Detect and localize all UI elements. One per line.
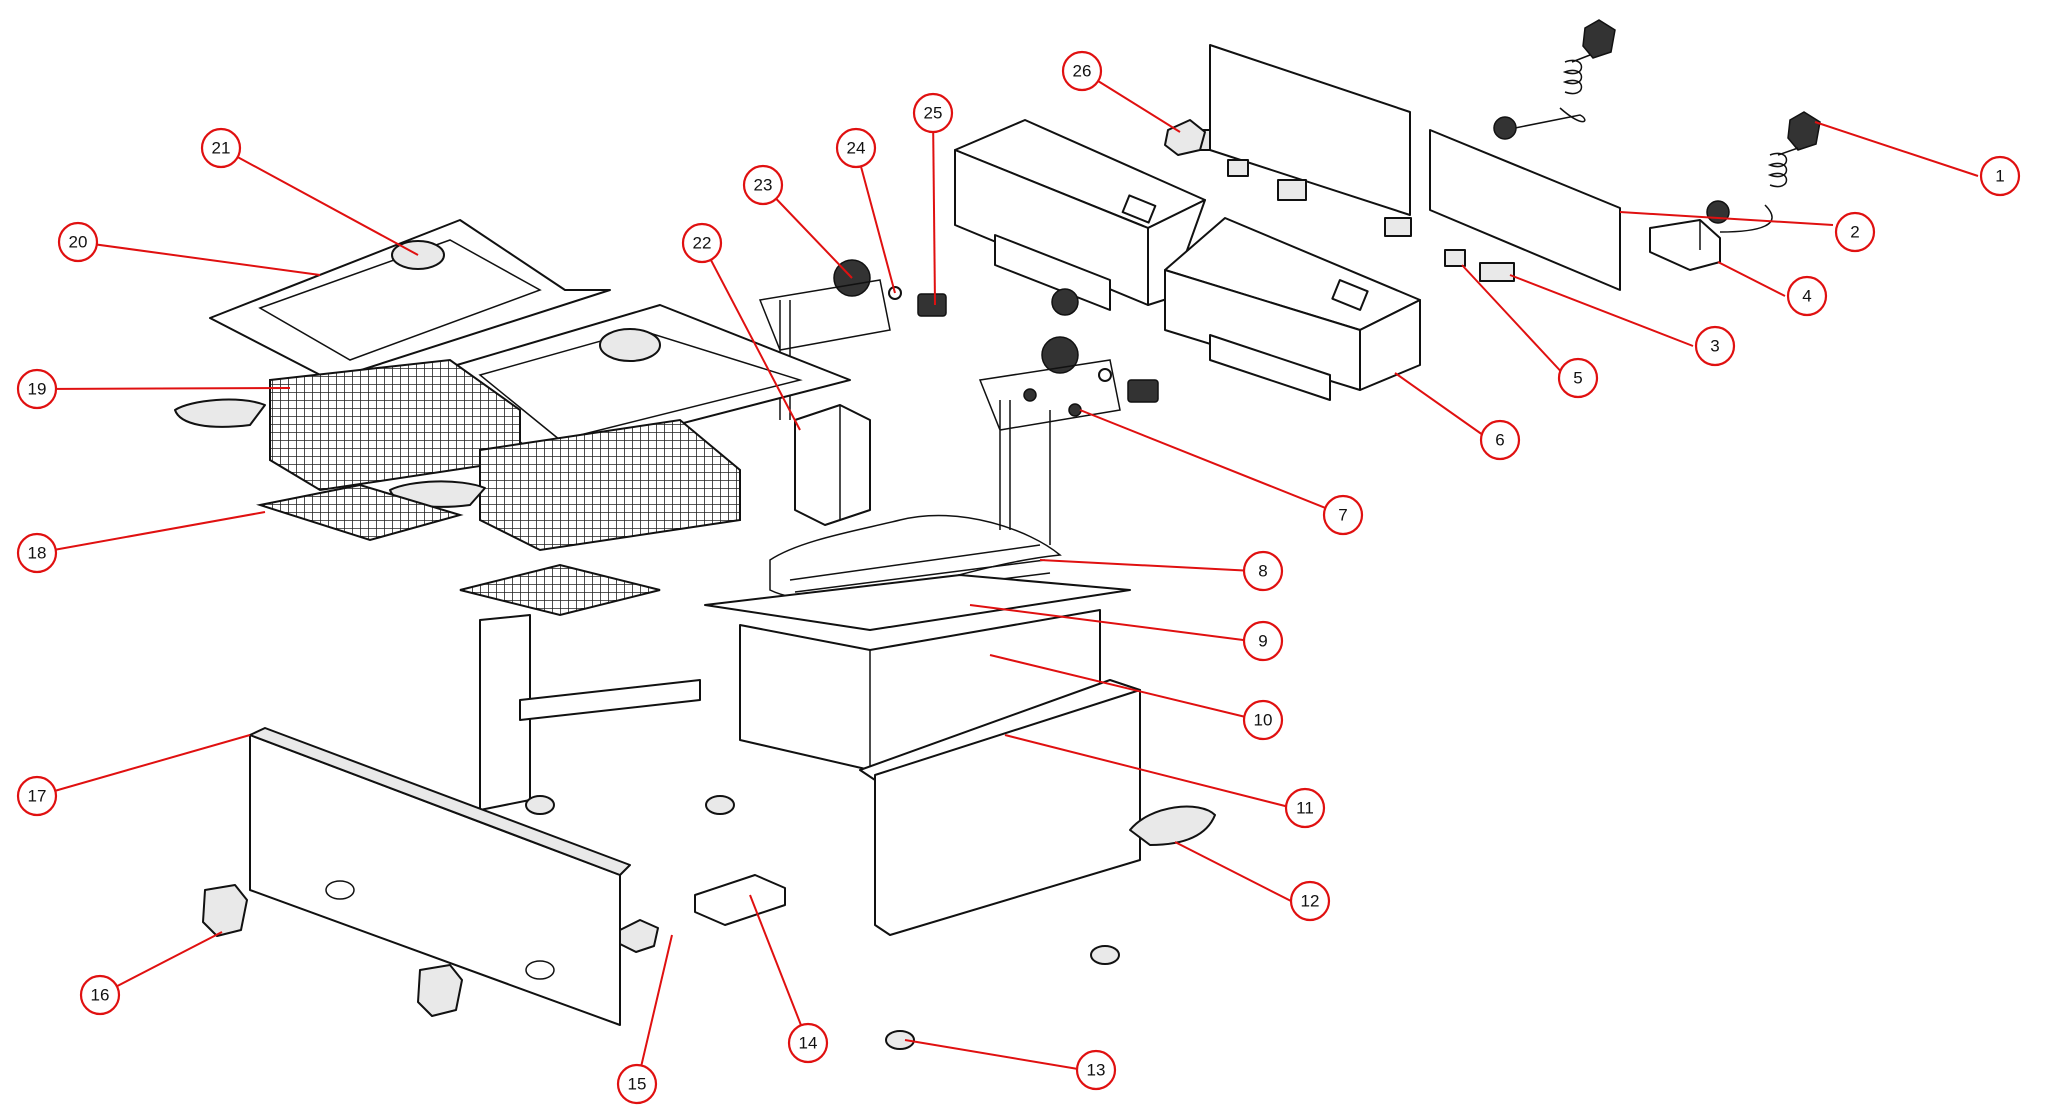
callout-23: 23 — [742, 164, 784, 206]
callout-6: 6 — [1479, 419, 1521, 461]
control-box-right — [1164, 217, 1421, 401]
callout-10: 10 — [1242, 699, 1284, 741]
callout-19: 19 — [16, 368, 58, 410]
leader-19 — [36, 387, 291, 390]
callout-26-label: 26 — [1073, 62, 1092, 81]
callout-12-label: 12 — [1301, 892, 1320, 911]
callout-24: 24 — [835, 127, 877, 169]
fixing-block — [694, 874, 786, 926]
cabinet-body — [479, 614, 1141, 936]
callout-3: 3 — [1694, 325, 1736, 367]
callout-18: 18 — [16, 532, 58, 574]
terminal-box — [1649, 219, 1721, 271]
callout-8: 8 — [1242, 550, 1284, 592]
callout-16-label: 16 — [91, 986, 110, 1005]
callout-8-label: 8 — [1258, 562, 1267, 581]
leader-21 — [220, 147, 419, 256]
part-number-callouts: 1 2 3 4 5 6 7 8 9 10 11 12 13 14 15 16 1… — [16, 50, 2021, 1105]
callout-15-label: 15 — [628, 1075, 647, 1094]
callout-21: 21 — [200, 127, 242, 169]
callout-9: 9 — [1242, 620, 1284, 662]
leader-25 — [932, 112, 936, 306]
callout-5-label: 5 — [1573, 369, 1582, 388]
leader-9 — [969, 604, 1252, 642]
callout-20: 20 — [57, 221, 99, 263]
callout-26: 26 — [1061, 50, 1103, 92]
drain-tap — [202, 884, 463, 1017]
fry-basket-left — [174, 358, 521, 492]
callout-14: 14 — [787, 1022, 829, 1064]
leader-23 — [762, 184, 853, 279]
leader-1 — [1814, 121, 1979, 177]
leader-24 — [855, 147, 896, 294]
callout-3-label: 3 — [1710, 337, 1719, 356]
callout-7-label: 7 — [1338, 506, 1347, 525]
control-box-left — [954, 119, 1206, 311]
callout-17-label: 17 — [28, 787, 47, 806]
callout-21-label: 21 — [212, 139, 231, 158]
leader-15 — [636, 934, 673, 1085]
leader-lines — [36, 70, 1979, 1085]
leader-6 — [1394, 372, 1491, 441]
leader-7 — [1079, 409, 1344, 516]
leader-18 — [36, 511, 266, 554]
leader-12 — [1174, 841, 1292, 902]
callout-1: 1 — [1979, 155, 2021, 197]
callout-25-label: 25 — [924, 104, 943, 123]
leader-3 — [1509, 274, 1694, 347]
callout-11-label: 11 — [1296, 799, 1314, 818]
callout-1-label: 1 — [1995, 167, 2004, 186]
power-cord-plug — [1493, 19, 1821, 233]
adjustable-feet — [525, 795, 1120, 1050]
leader-5 — [1461, 264, 1568, 379]
leader-11 — [1004, 734, 1294, 809]
callout-6-label: 6 — [1495, 431, 1504, 450]
fryer-parts-drawing — [174, 19, 1821, 1050]
rear-panel — [1209, 44, 1621, 291]
leader-2 — [1619, 211, 1834, 226]
leader-16 — [99, 931, 223, 996]
callout-5: 5 — [1557, 357, 1599, 399]
callout-7: 7 — [1322, 494, 1364, 536]
callout-24-label: 24 — [847, 139, 866, 158]
callout-16: 16 — [79, 974, 121, 1016]
callout-9-label: 9 — [1258, 632, 1267, 651]
callout-4-label: 4 — [1802, 287, 1811, 306]
callout-22: 22 — [681, 222, 723, 264]
drain-fitting — [619, 919, 659, 953]
front-panel — [249, 727, 631, 1026]
leader-4 — [1717, 261, 1786, 297]
callout-15: 15 — [616, 1063, 658, 1105]
leader-8 — [1039, 559, 1255, 572]
callout-4: 4 — [1786, 275, 1828, 317]
leader-14 — [749, 894, 809, 1044]
leader-22 — [701, 242, 801, 431]
callout-12: 12 — [1289, 880, 1331, 922]
callout-10-label: 10 — [1254, 711, 1273, 730]
basket-support-grid — [256, 483, 661, 617]
callout-23-label: 23 — [754, 176, 773, 195]
fryer-lid-right — [439, 304, 851, 461]
callout-25: 25 — [912, 92, 954, 134]
leader-10 — [989, 654, 1259, 721]
callout-22-label: 22 — [693, 234, 712, 253]
callout-11: 11 — [1284, 787, 1326, 829]
callout-17: 17 — [16, 775, 58, 817]
callout-13: 13 — [1075, 1049, 1117, 1091]
leader-13 — [904, 1039, 1085, 1071]
contactor-box — [794, 404, 871, 526]
callout-20-label: 20 — [69, 233, 88, 252]
callout-14-label: 14 — [799, 1034, 818, 1053]
leader-17 — [36, 734, 251, 797]
element-mounting-frame — [758, 279, 1121, 545]
callout-2-label: 2 — [1850, 223, 1859, 242]
leader-20 — [77, 241, 321, 276]
side-handle — [1129, 805, 1216, 846]
callout-13-label: 13 — [1087, 1061, 1106, 1080]
callout-18-label: 18 — [28, 544, 47, 563]
callout-2: 2 — [1834, 211, 1876, 253]
callout-19-label: 19 — [28, 380, 47, 399]
